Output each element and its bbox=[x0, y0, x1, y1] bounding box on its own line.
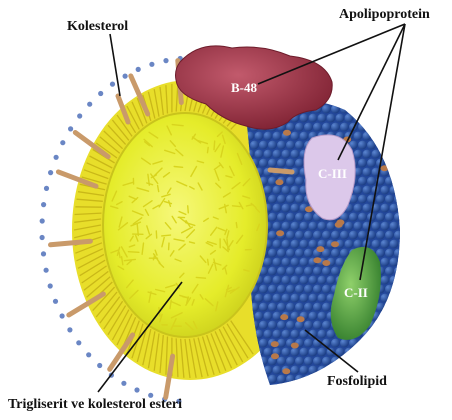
label-c2: C-II bbox=[344, 285, 368, 300]
label-b48: B-48 bbox=[231, 80, 258, 95]
pointer-kolesterol bbox=[110, 34, 120, 96]
label-core-lipids: Trigliserit ve kolesterol esteri bbox=[8, 397, 182, 412]
core-lipids bbox=[103, 113, 267, 337]
label-apolipoprotein: Apolipoprotein bbox=[339, 7, 430, 22]
label-kolesterol: Kolesterol bbox=[67, 19, 128, 34]
label-fosfolipid: Fosfolipid bbox=[327, 374, 387, 389]
label-c3: C-III bbox=[318, 166, 347, 181]
